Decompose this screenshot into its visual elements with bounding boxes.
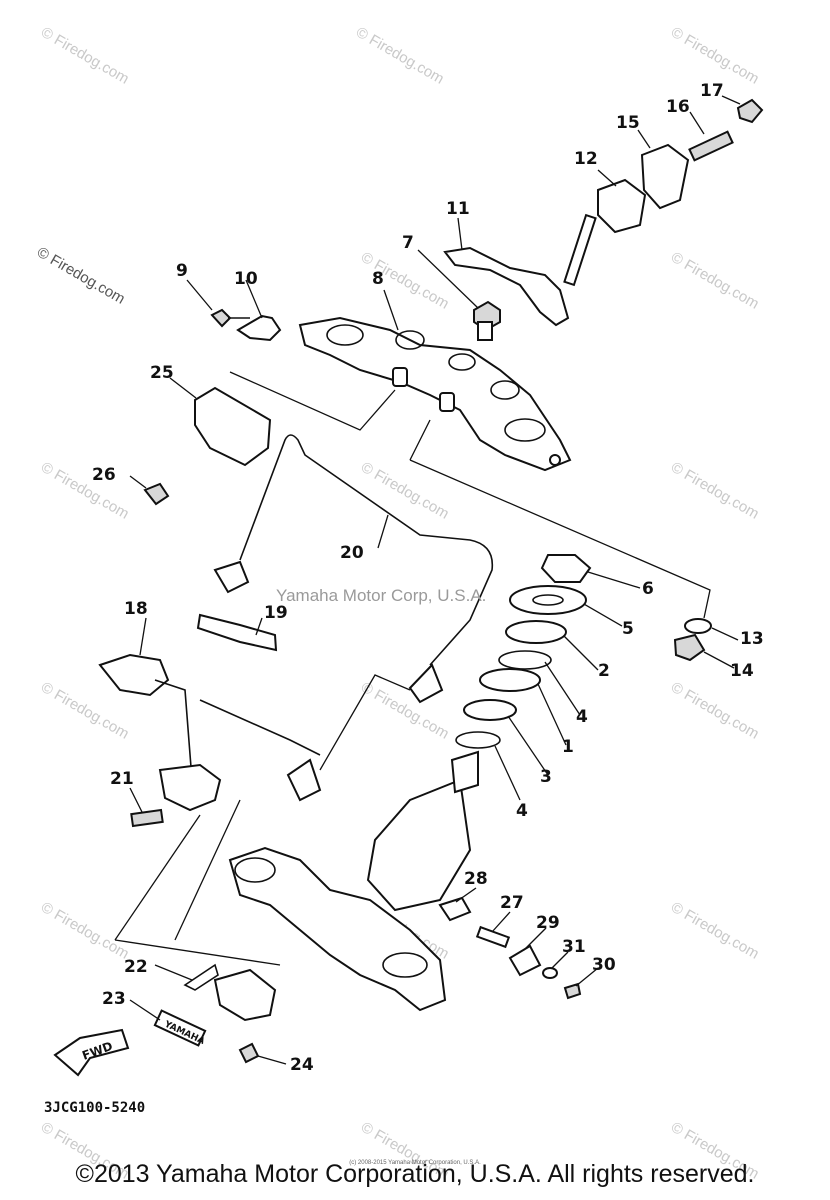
bolt-24 xyxy=(238,1042,260,1064)
emblem-bracket xyxy=(213,968,277,1022)
watermark-tile: © Firedog.com xyxy=(358,459,452,523)
bearing-stack xyxy=(455,554,592,749)
watermark-tile: © Firedog.com xyxy=(38,899,132,963)
balls-4-upper xyxy=(498,650,552,670)
cable-band-19 xyxy=(196,613,278,652)
callout-18: 18 xyxy=(124,599,148,619)
washer-5 xyxy=(509,585,587,615)
callout-16: 16 xyxy=(666,97,690,117)
callout-31: 31 xyxy=(562,937,586,957)
callout-27: 27 xyxy=(500,893,524,913)
bracket-11 xyxy=(443,246,570,327)
callout-28: 28 xyxy=(464,869,488,889)
callout-24: 24 xyxy=(290,1055,314,1075)
callout-4-lower: 4 xyxy=(516,801,528,821)
callout-7: 7 xyxy=(402,233,414,253)
cable-end-20-lower xyxy=(408,663,444,704)
ring-nut-6 xyxy=(540,554,592,583)
part-code: 3JCG100-5240 xyxy=(44,1100,146,1116)
center-watermark: Yamaha Motor Corp, U.S.A. xyxy=(276,586,487,605)
cable-20 xyxy=(239,434,494,666)
bolt-21 xyxy=(130,808,164,828)
callout-13: 13 xyxy=(740,629,764,649)
watermark-tile: © Firedog.com xyxy=(668,459,762,523)
bolt-7 xyxy=(473,300,501,341)
callout-5: 5 xyxy=(622,619,634,639)
copyright-notice: ©2013 Yamaha Motor Corporation, U.S.A. A… xyxy=(75,1160,755,1188)
callout-23: 23 xyxy=(102,989,126,1009)
callout-30: 30 xyxy=(592,955,616,975)
watermark-tile: © Firedog.com xyxy=(38,459,132,523)
handlebar-holder-12 xyxy=(563,178,647,287)
callout-labels: 1 2 3 4 4 5 6 7 8 9 10 11 12 13 14 15 16… xyxy=(92,81,764,1075)
screw-30 xyxy=(563,982,582,1000)
stay-18 xyxy=(98,653,322,812)
callout-9: 9 xyxy=(176,261,188,281)
callout-8: 8 xyxy=(372,269,384,289)
callout-19: 19 xyxy=(264,603,288,623)
watermark-tile: © Firedog.com xyxy=(668,24,762,88)
callout-3: 3 xyxy=(540,767,552,787)
watermark-side: © Firedog.com xyxy=(34,244,128,308)
callout-2: 2 xyxy=(598,661,610,681)
race-1 xyxy=(479,668,541,692)
race-2 xyxy=(505,620,567,644)
watermark-tile: © Firedog.com xyxy=(353,24,447,88)
callout-21: 21 xyxy=(110,769,134,789)
watermark-tile: © Firedog.com xyxy=(38,24,132,88)
collar-28 xyxy=(438,896,472,922)
nut-14 xyxy=(673,633,706,662)
cable-end-20-upper xyxy=(213,560,250,594)
upper-bracket-8 xyxy=(298,316,572,472)
washer-31 xyxy=(542,967,558,979)
callout-26: 26 xyxy=(92,465,116,485)
callout-6: 6 xyxy=(642,579,654,599)
callout-22: 22 xyxy=(124,957,148,977)
callout-29: 29 xyxy=(536,913,560,933)
steering-stem xyxy=(228,750,479,1012)
watermark-tile: © Firedog.com xyxy=(668,899,762,963)
race-3 xyxy=(463,699,517,721)
plate-29 xyxy=(508,944,542,977)
washer-13 xyxy=(684,618,712,634)
callout-14: 14 xyxy=(730,661,754,681)
leader-lines xyxy=(129,95,741,1065)
bolt-26 xyxy=(143,482,170,506)
bracket-25 xyxy=(194,386,272,467)
clip-22 xyxy=(183,963,219,991)
reference-lines xyxy=(114,371,711,966)
callout-20: 20 xyxy=(340,543,364,563)
balls-4-lower xyxy=(455,731,501,749)
bolt-27 xyxy=(475,925,511,949)
watermark-tile: © Firedog.com xyxy=(668,249,762,313)
bolt-9 xyxy=(210,308,250,328)
clip-10 xyxy=(236,314,282,342)
emblem-23: YAMAHA xyxy=(153,1009,207,1047)
callout-15: 15 xyxy=(616,113,640,133)
watermark-tile: © Firedog.com xyxy=(668,679,762,743)
callout-4-upper: 4 xyxy=(576,707,588,727)
callout-10: 10 xyxy=(234,269,258,289)
holder-cap-15 xyxy=(640,143,690,210)
callout-12: 12 xyxy=(574,149,598,169)
fwd-arrow: FWD xyxy=(53,1028,130,1077)
fine-print: (c) 2008-2015 Yamaha Motor Corporation, … xyxy=(349,1160,481,1166)
callout-17: 17 xyxy=(700,81,724,101)
cap-17 xyxy=(736,98,764,124)
callout-25: 25 xyxy=(150,363,174,383)
callout-11: 11 xyxy=(446,199,470,219)
bolt-16 xyxy=(688,130,734,162)
callout-1: 1 xyxy=(562,737,574,757)
